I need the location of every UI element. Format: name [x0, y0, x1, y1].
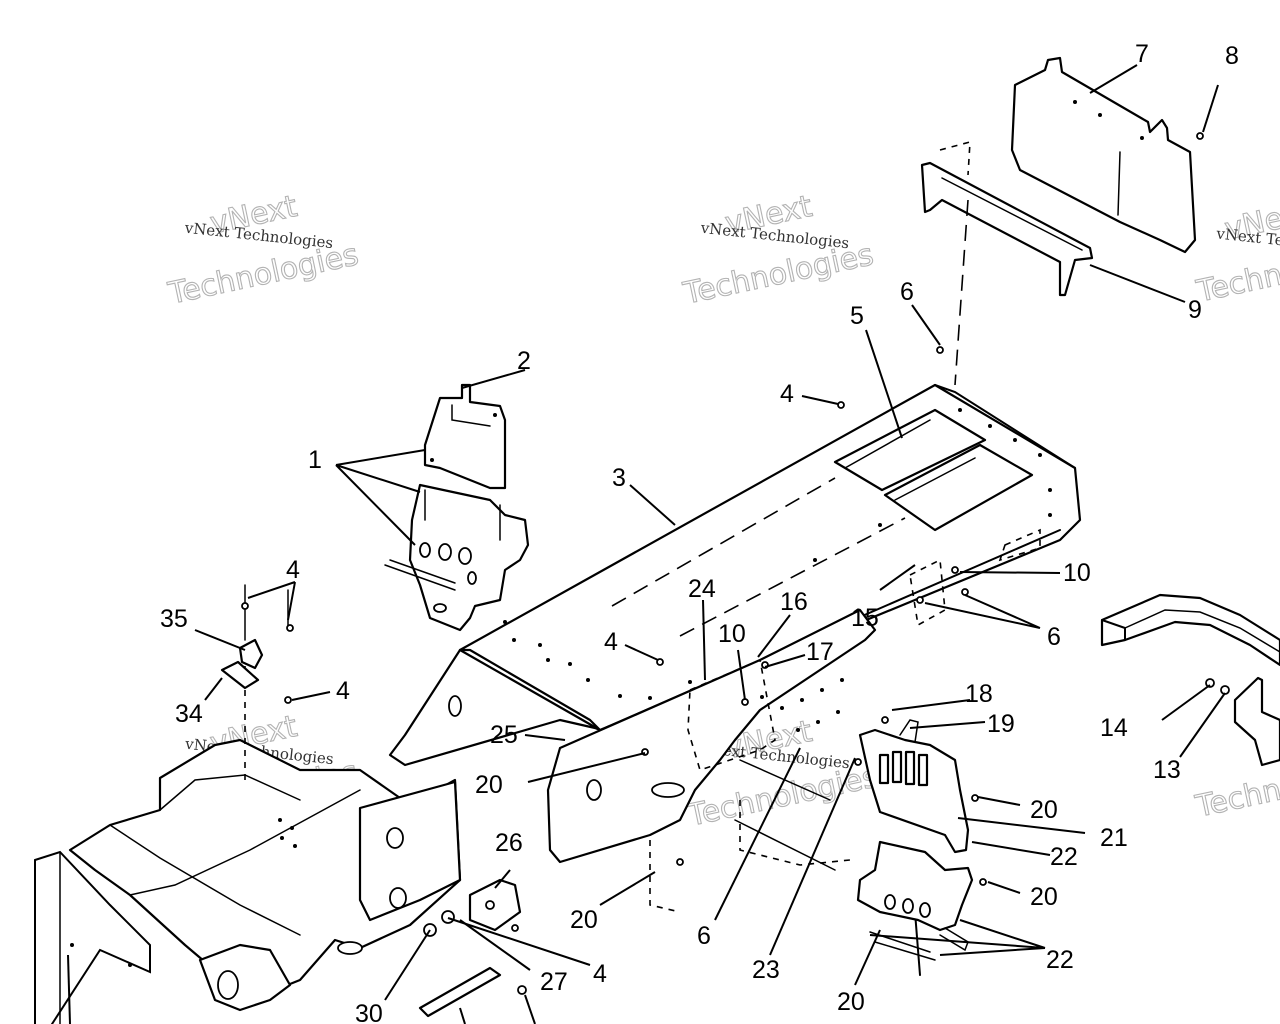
callout-27: 27	[540, 968, 568, 996]
watermark-big-8: Technologies	[684, 759, 881, 834]
front-suspension-frame-part	[34, 650, 462, 1024]
callout-6-top: 6	[900, 278, 914, 306]
callout-14: 14	[1100, 714, 1128, 742]
callout-20-left: 20	[475, 771, 503, 799]
callout-23: 23	[752, 956, 780, 984]
callout-22-lower: 22	[1046, 946, 1074, 974]
seat-pad-part	[1010, 56, 1197, 254]
rear-mount-bracket-part	[856, 719, 974, 961]
callout-8: 8	[1225, 42, 1239, 70]
callout-21: 21	[1100, 824, 1128, 852]
callout-26: 26	[495, 829, 523, 857]
callout-5: 5	[850, 302, 864, 330]
callout-9: 9	[1188, 296, 1202, 324]
callout-labels: 7 8 9 6 5 4 2 1 3 4 35 34 4 10 6 15 16 1…	[160, 40, 1239, 1024]
callout-17: 17	[806, 638, 834, 666]
callout-10-center: 10	[718, 620, 746, 648]
rear-bracket-part	[1205, 676, 1280, 767]
callout-10-right: 10	[1063, 559, 1091, 587]
lower-bracket-part	[384, 483, 530, 632]
callout-25: 25	[490, 721, 518, 749]
callout-20-bottom: 20	[837, 988, 865, 1016]
upper-bracket-part	[423, 383, 507, 490]
callout-34: 34	[175, 700, 203, 728]
callout-15: 15	[851, 604, 879, 632]
callout-4-left: 4	[286, 556, 300, 584]
lower-small-parts	[220, 584, 527, 1018]
callout-7: 7	[1135, 40, 1149, 68]
tunnel-frame-part	[388, 383, 1082, 767]
callout-4-top: 4	[780, 380, 794, 408]
callout-20-lower-right: 20	[1030, 883, 1058, 911]
callout-2: 2	[517, 347, 531, 375]
callout-22-upper: 22	[1050, 843, 1078, 871]
callout-4-left-lower: 4	[336, 677, 350, 705]
callout-30: 30	[355, 1000, 383, 1024]
callout-4-center: 4	[604, 628, 618, 656]
callout-1: 1	[308, 446, 322, 474]
leader-lines	[67, 64, 1226, 1024]
rear-bumper-part	[1100, 593, 1280, 667]
seat-bracket-part	[920, 140, 1094, 386]
callout-13: 13	[1153, 756, 1181, 784]
callout-24: 24	[688, 575, 716, 603]
callout-18: 18	[965, 680, 993, 708]
callout-20-right: 20	[1030, 796, 1058, 824]
callout-6-bottom: 6	[697, 922, 711, 950]
callout-16: 16	[780, 588, 808, 616]
callout-20-center: 20	[570, 906, 598, 934]
callout-4-bottom: 4	[593, 960, 607, 988]
callout-19: 19	[987, 710, 1015, 738]
watermark-text-5: vNext Technologies	[1215, 224, 1280, 258]
callout-3: 3	[612, 464, 626, 492]
callout-6-right: 6	[1047, 623, 1061, 651]
callout-35: 35	[160, 605, 188, 633]
